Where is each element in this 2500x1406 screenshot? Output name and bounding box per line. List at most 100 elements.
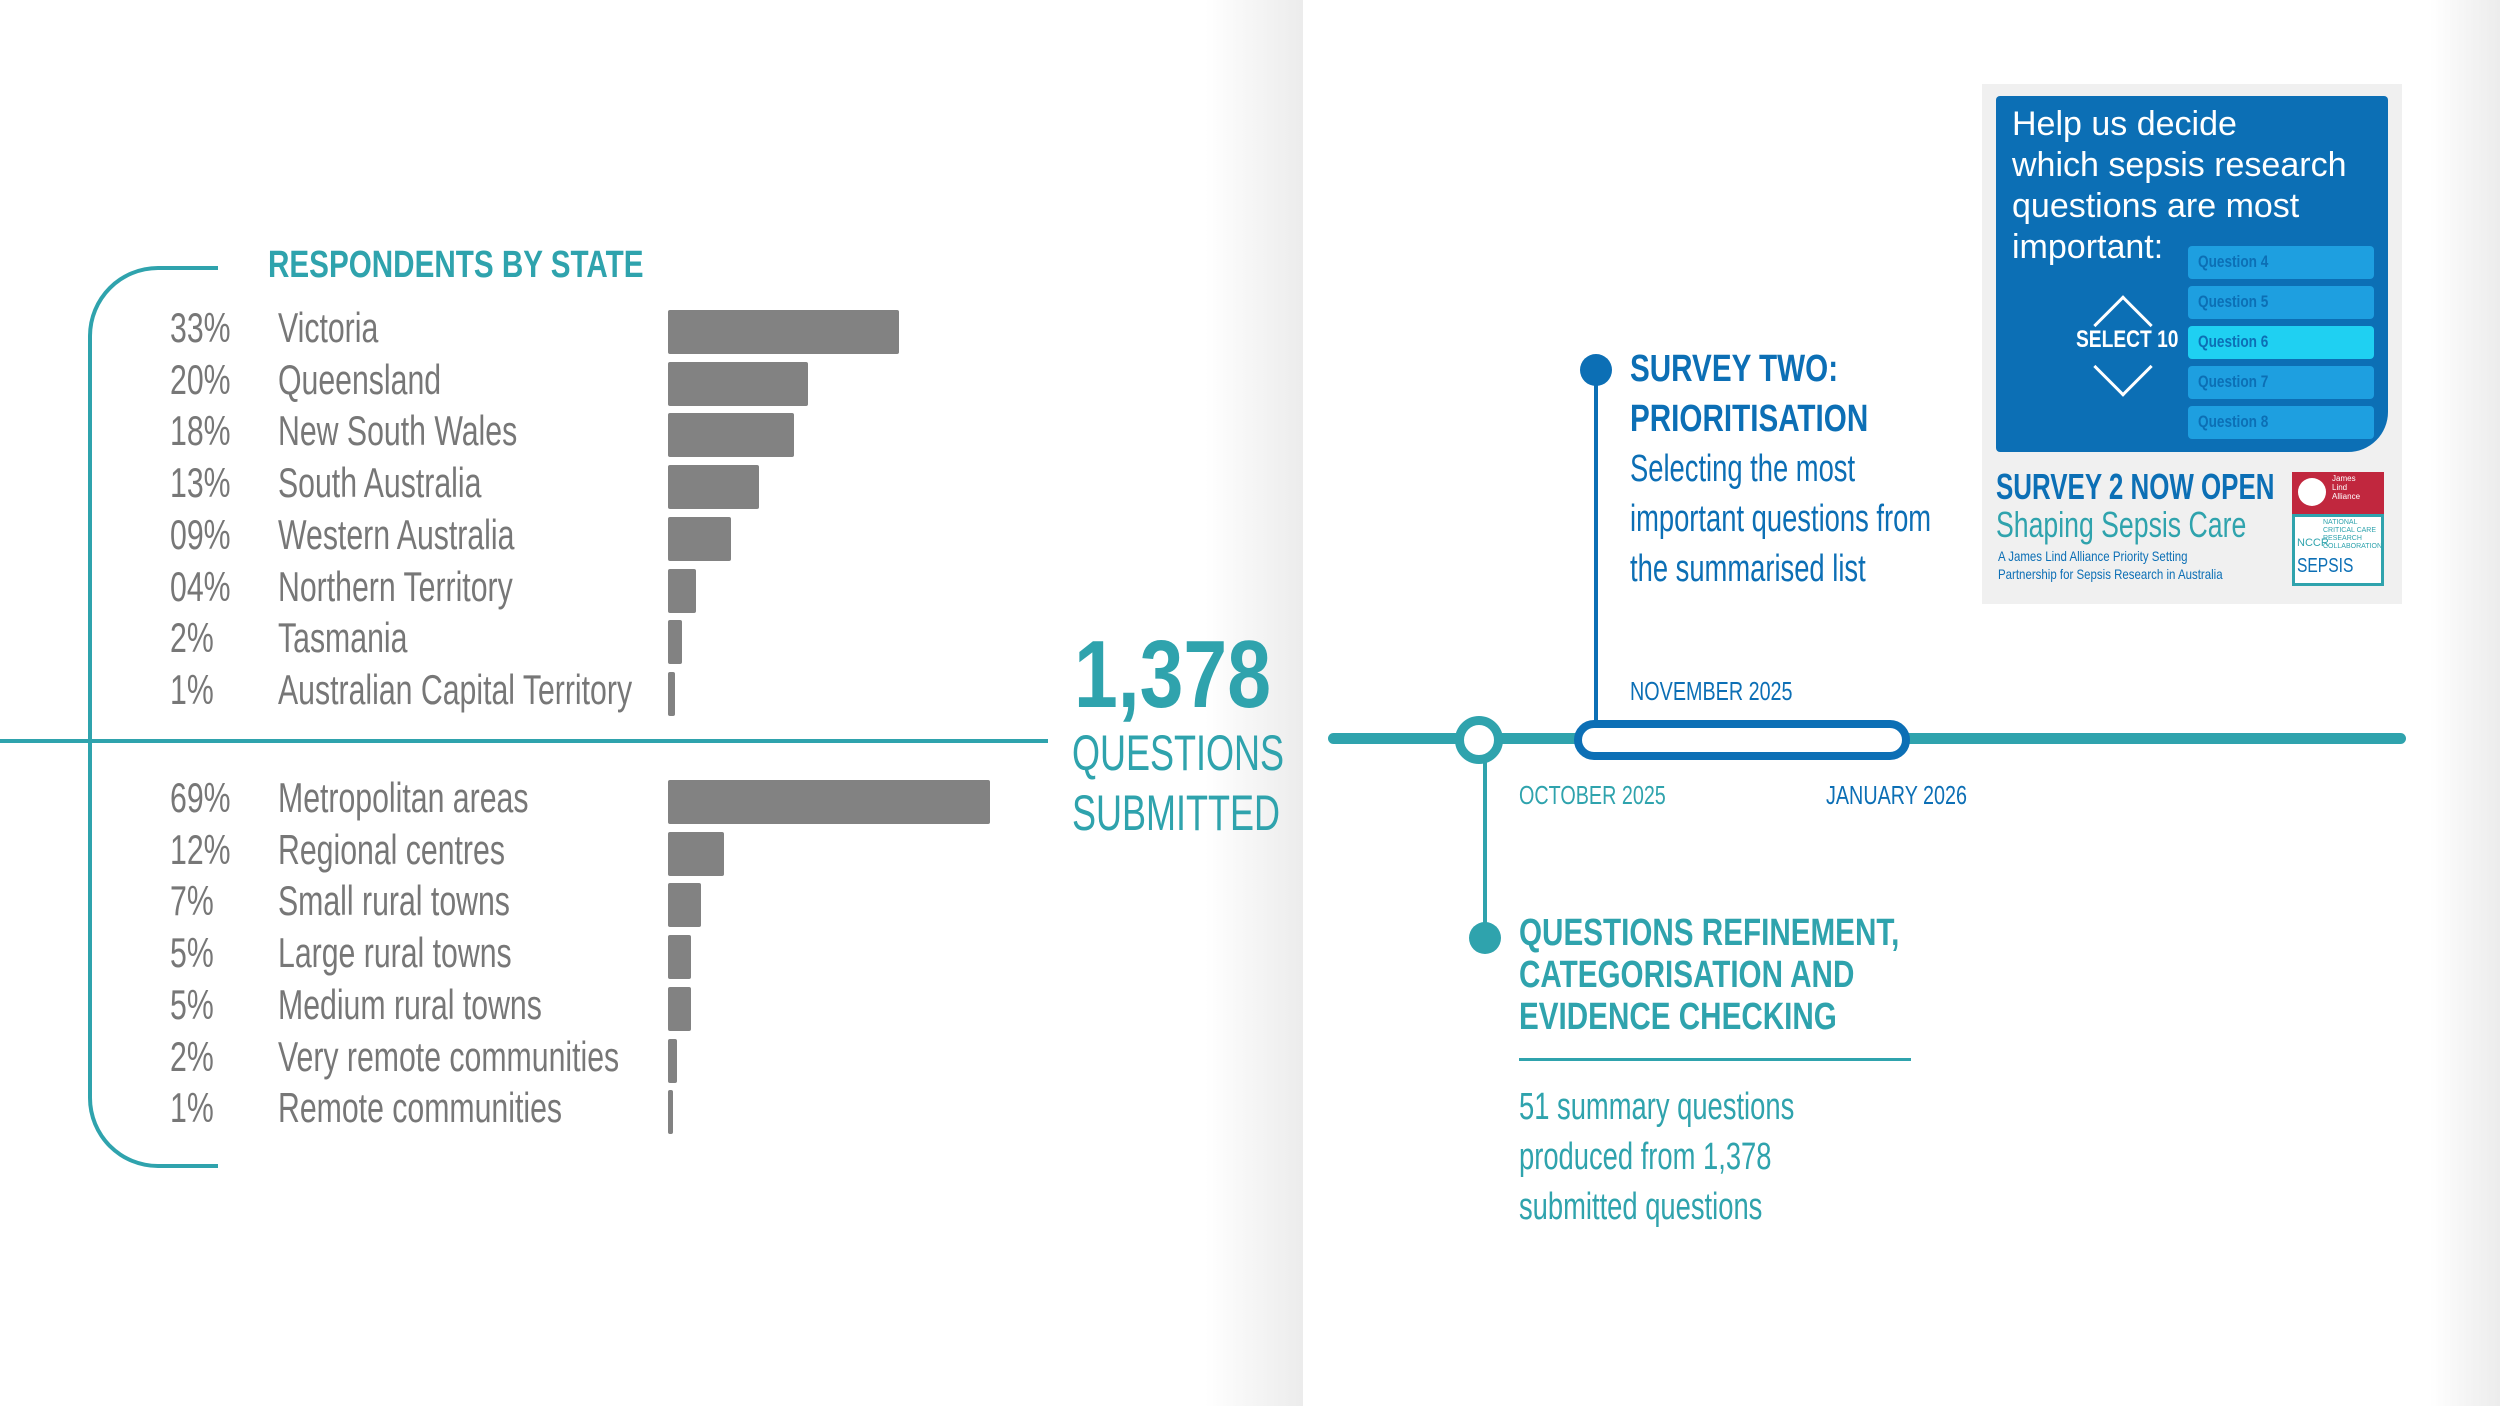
select-ten-label: SELECT 10 <box>2076 326 2179 353</box>
row-percent: 2% <box>170 1033 214 1080</box>
row-label: Remote communities <box>278 1084 563 1131</box>
refinement-heading-1: QUESTIONS REFINEMENT, <box>1519 912 1900 954</box>
question-option[interactable]: Question 4 <box>2188 246 2374 279</box>
divider-line <box>0 739 1048 743</box>
row-label: New South Wales <box>278 407 518 454</box>
row-percent: 12% <box>170 826 231 873</box>
row-label: Metropolitan areas <box>278 774 529 821</box>
row-percent: 20% <box>170 356 231 403</box>
survey-two-heading-2: PRIORITISATION <box>1630 398 1869 440</box>
question-option-label: Question 5 <box>2198 292 2269 311</box>
row-label: Tasmania <box>278 614 408 661</box>
row-label: Large rural towns <box>278 929 512 976</box>
row-percent: 5% <box>170 981 214 1028</box>
row-label: Regional centres <box>278 826 505 873</box>
refinement-text-1: 51 summary questions <box>1519 1086 1795 1128</box>
refinement-text-2: produced from 1,378 <box>1519 1136 1772 1178</box>
row-label: Northern Territory <box>278 563 513 610</box>
refinement-connector <box>1483 760 1487 930</box>
bar <box>668 310 899 354</box>
bar <box>668 569 696 613</box>
refinement-heading-3: EVIDENCE CHECKING <box>1519 996 1837 1038</box>
nccr-tag: NCCR <box>2297 537 2329 549</box>
row-label: Victoria <box>278 304 379 351</box>
row-label: Medium rural towns <box>278 981 542 1028</box>
row-label: Small rural towns <box>278 877 510 924</box>
bar <box>668 883 701 927</box>
questions-count: 1,378 <box>1074 621 1271 728</box>
card-subtitle: Shaping Sepsis Care <box>1996 504 2247 545</box>
question-option-label: Question 4 <box>2198 252 2269 271</box>
bar <box>668 362 808 406</box>
card-title: SURVEY 2 NOW OPEN <box>1996 466 2275 507</box>
row-percent: 1% <box>170 666 214 713</box>
card-small-1: A James Lind Alliance Priority Setting <box>1998 548 2188 564</box>
date-november: NOVEMBER 2025 <box>1630 676 1793 706</box>
question-option[interactable]: Question 8 <box>2188 406 2374 439</box>
refinement-heading-2: CATEGORISATION AND <box>1519 954 1855 996</box>
question-option-label: Question 8 <box>2198 412 2269 431</box>
bar <box>668 413 794 457</box>
row-percent: 69% <box>170 774 231 821</box>
row-percent: 7% <box>170 877 214 924</box>
bar <box>668 465 759 509</box>
row-percent: 2% <box>170 614 214 661</box>
question-option[interactable]: Question 6 <box>2188 326 2374 359</box>
refinement-rule <box>1519 1058 1911 1061</box>
jla-logo-icon <box>2298 478 2326 506</box>
row-percent: 09% <box>170 511 231 558</box>
row-label: Queensland <box>278 356 442 403</box>
card-help-3: questions are most <box>2012 187 2300 225</box>
respondents-title: RESPONDENTS BY STATE <box>268 244 644 286</box>
survey-two-connector <box>1594 372 1598 728</box>
survey-two-text-2: important questions from <box>1630 498 1932 540</box>
row-label: Australian Capital Territory <box>278 666 633 713</box>
row-label: South Australia <box>278 459 482 506</box>
page-fold <box>1205 0 1303 1406</box>
date-october: OCTOBER 2025 <box>1519 780 1666 810</box>
bar <box>668 832 724 876</box>
refinement-dot <box>1469 922 1501 954</box>
card-small-2: Partnership for Sepsis Research in Austr… <box>1998 566 2223 582</box>
bar <box>668 987 691 1031</box>
survey-two-period-marker <box>1574 720 1910 760</box>
card-help-2: which sepsis research <box>2012 146 2347 184</box>
row-percent: 5% <box>170 929 214 976</box>
bar <box>668 1090 673 1134</box>
page-edge-shadow <box>2430 0 2500 1406</box>
card-help-1: Help us decide <box>2012 105 2237 143</box>
question-option-label: Question 6 <box>2198 332 2269 351</box>
questions-label-line2: SUBMITTED <box>1072 785 1281 841</box>
row-percent: 1% <box>170 1084 214 1131</box>
row-label: Western Australia <box>278 511 515 558</box>
respondents-bracket <box>88 266 218 1168</box>
survey-two-heading-1: SURVEY TWO: <box>1630 348 1839 390</box>
bar <box>668 935 691 979</box>
october-marker <box>1455 716 1503 764</box>
bar <box>668 672 675 716</box>
row-label: Very remote communities <box>278 1033 620 1080</box>
survey-two-dot <box>1580 354 1612 386</box>
survey-two-text-3: the summarised list <box>1630 548 1866 590</box>
row-percent: 13% <box>170 459 231 506</box>
date-january: JANUARY 2026 <box>1826 780 1967 810</box>
bar <box>668 780 990 824</box>
refinement-text-3: submitted questions <box>1519 1186 1763 1228</box>
bar <box>668 620 682 664</box>
questions-label-line1: QUESTIONS <box>1072 725 1285 781</box>
row-percent: 33% <box>170 304 231 351</box>
row-percent: 18% <box>170 407 231 454</box>
bar <box>668 517 731 561</box>
sepsis-tag: SEPSIS <box>2297 555 2354 577</box>
survey-two-text-1: Selecting the most <box>1630 448 1856 490</box>
row-percent: 04% <box>170 563 231 610</box>
bar <box>668 1039 677 1083</box>
question-option[interactable]: Question 7 <box>2188 366 2374 399</box>
question-option[interactable]: Question 5 <box>2188 286 2374 319</box>
card-help-4: important: <box>2012 228 2164 266</box>
question-option-label: Question 7 <box>2198 372 2269 391</box>
